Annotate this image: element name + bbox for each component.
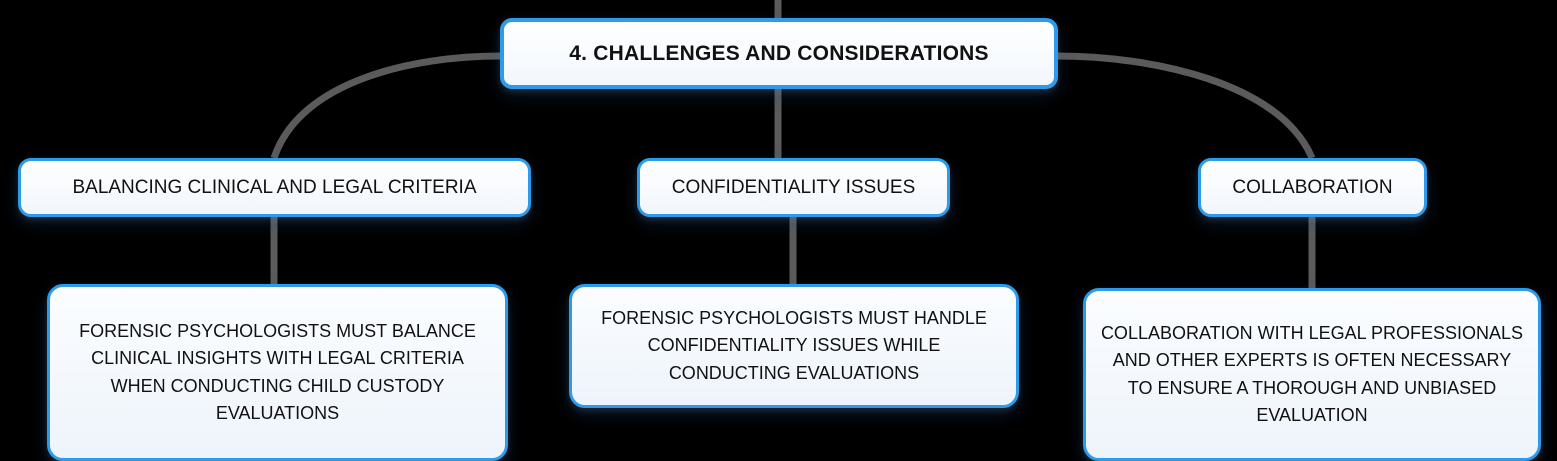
branch-node-balancing-clinical-and-legal-criteria[interactable]: BALANCING CLINICAL AND LEGAL CRITERIA	[18, 158, 531, 217]
branch-node-label: BALANCING CLINICAL AND LEGAL CRITERIA	[72, 176, 477, 198]
connector-root-to-branch-3	[1057, 52, 1316, 160]
branch-node-label: COLLABORATION	[1232, 176, 1393, 198]
leaf-node-text: COLLABORATION WITH LEGAL PROFESSIONALS A…	[1100, 322, 1524, 425]
branch-node-confidentiality-issues[interactable]: CONFIDENTIALITY ISSUES	[637, 158, 950, 217]
root-node[interactable]: 4. CHALLENGES AND CONSIDERATIONS	[500, 18, 1058, 89]
root-node-label: 4. CHALLENGES AND CONSIDERATIONS	[569, 41, 989, 65]
leaf-node-confidentiality-issues[interactable]: FORENSIC PSYCHOLOGISTS MUST HANDLE CONFI…	[569, 284, 1019, 408]
leaf-node-collaboration[interactable]: COLLABORATION WITH LEGAL PROFESSIONALS A…	[1083, 288, 1541, 461]
connector-root-to-branch-1	[270, 52, 501, 160]
leaf-node-balancing-clinical-and-legal-criteria[interactable]: FORENSIC PSYCHOLOGISTS MUST BALANCE CLIN…	[47, 284, 508, 461]
leaf-node-text: FORENSIC PSYCHOLOGISTS MUST BALANCE CLIN…	[79, 320, 476, 423]
branch-node-collaboration[interactable]: COLLABORATION	[1198, 158, 1427, 217]
leaf-node-text: FORENSIC PSYCHOLOGISTS MUST HANDLE CONFI…	[601, 307, 987, 383]
branch-node-label: CONFIDENTIALITY ISSUES	[671, 176, 916, 198]
